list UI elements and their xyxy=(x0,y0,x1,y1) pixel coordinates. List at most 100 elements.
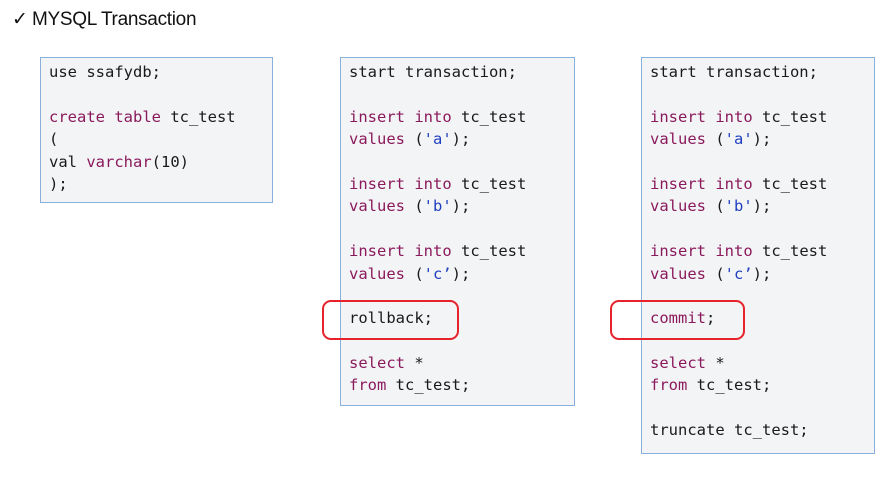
code-block-create-table: use ssafydb; create table tc_test ( val var… xyxy=(40,57,273,203)
code-text: tc_test xyxy=(451,107,527,126)
code-line: ); xyxy=(49,173,264,195)
code-line: rollback; xyxy=(349,307,566,329)
code-line xyxy=(349,151,566,173)
code-line: create table tc_test xyxy=(49,106,264,128)
code-line: values ('a'); xyxy=(349,128,566,150)
code-line: val varchar(10) xyxy=(49,151,264,173)
code-text: ); xyxy=(451,197,471,216)
code-line xyxy=(650,218,866,240)
code-line: values ('b'); xyxy=(650,195,866,217)
sql-string: 'b' xyxy=(423,197,452,216)
code-line: truncate tc_test; xyxy=(650,419,866,441)
code-text: truncate tc_test; xyxy=(650,421,809,440)
code-line: insert into tc_test xyxy=(650,106,866,128)
sql-string: 'b' xyxy=(724,197,753,216)
code-text: val xyxy=(49,152,87,171)
code-line: values ('c’); xyxy=(349,263,566,285)
sql-keyword: values xyxy=(349,130,405,149)
sql-keyword: select xyxy=(349,354,405,373)
code-text: ( xyxy=(405,197,424,216)
sql-keyword: insert into xyxy=(650,242,753,261)
code-text: ); xyxy=(752,197,772,216)
code-line: from tc_test; xyxy=(650,374,866,396)
code-text: tc_test xyxy=(160,107,236,126)
code-text: tc_test xyxy=(451,174,527,193)
sql-keyword: select xyxy=(650,354,706,373)
sql-string: 'a' xyxy=(423,130,452,149)
sql-keyword: insert into xyxy=(349,174,452,193)
code-line xyxy=(49,83,264,105)
code-line: insert into tc_test xyxy=(349,106,566,128)
code-text: ( xyxy=(405,130,424,149)
code-line: select * xyxy=(349,352,566,374)
sql-keyword: insert into xyxy=(650,174,753,193)
code-line: start transaction; xyxy=(650,61,866,83)
code-text: start transaction; xyxy=(650,63,818,81)
slide-title: MYSQL Transaction xyxy=(32,9,197,30)
code-line: insert into tc_test xyxy=(650,240,866,262)
code-text: rollback; xyxy=(349,309,433,328)
sql-string: 'c’ xyxy=(423,264,452,283)
sql-keyword: values xyxy=(349,197,405,216)
sql-keyword: from xyxy=(650,376,688,395)
code-text: tc_test xyxy=(451,242,527,261)
code-text: ); xyxy=(49,174,68,193)
code-line: insert into tc_test xyxy=(650,173,866,195)
code-line: insert into tc_test xyxy=(349,240,566,262)
code-text: tc_test xyxy=(752,107,828,126)
code-line: ( xyxy=(49,128,264,150)
code-line xyxy=(349,218,566,240)
code-text: ( xyxy=(405,264,424,283)
code-line: values ('a'); xyxy=(650,128,866,150)
code-line xyxy=(349,83,566,105)
code-text: tc_test xyxy=(752,242,828,261)
code-text: * xyxy=(405,354,424,373)
sql-string: 'a' xyxy=(724,130,753,149)
checkmark-icon: ✓ xyxy=(12,9,28,30)
code-text: ( xyxy=(706,130,725,149)
code-line: from tc_test; xyxy=(349,374,566,396)
code-line: start transaction; xyxy=(349,61,566,83)
code-text: tc_test; xyxy=(687,376,772,395)
code-line: commit; xyxy=(650,307,866,329)
code-line: values ('b'); xyxy=(349,195,566,217)
code-text: tc_test xyxy=(752,174,828,193)
code-line xyxy=(650,397,866,419)
sql-keyword: values xyxy=(650,197,706,216)
sql-keyword: values xyxy=(349,264,405,283)
sql-keyword: values xyxy=(650,264,706,283)
code-text: use ssafydb; xyxy=(49,63,161,81)
sql-keyword: commit xyxy=(650,309,706,328)
code-text: start transaction; xyxy=(349,63,517,81)
sql-keyword: insert into xyxy=(349,107,452,126)
code-text: ); xyxy=(451,130,471,149)
sql-keyword: create table xyxy=(49,107,161,126)
code-text: tc_test; xyxy=(386,376,471,395)
code-text: (10) xyxy=(151,152,189,171)
code-line: select * xyxy=(650,352,866,374)
code-line: use ssafydb; xyxy=(49,61,264,83)
code-line xyxy=(650,83,866,105)
code-line: insert into tc_test xyxy=(349,173,566,195)
code-text: ); xyxy=(752,130,772,149)
commit-highlight xyxy=(610,300,745,340)
code-line: values ('c’); xyxy=(650,263,866,285)
code-text: ( xyxy=(49,130,59,149)
code-text: ( xyxy=(706,197,725,216)
code-text: * xyxy=(706,354,725,373)
rollback-highlight xyxy=(322,300,459,340)
code-line xyxy=(650,151,866,173)
sql-keyword: insert into xyxy=(650,107,753,126)
code-text: ); xyxy=(451,264,471,283)
sql-keyword: from xyxy=(349,376,387,395)
sql-keyword: insert into xyxy=(349,242,452,261)
code-text: ); xyxy=(752,264,772,283)
code-text: ( xyxy=(706,264,725,283)
slide-heading: ✓MYSQL Transaction xyxy=(12,8,197,31)
sql-keyword: values xyxy=(650,130,706,149)
code-text: ; xyxy=(706,309,716,328)
sql-keyword: varchar xyxy=(86,152,152,171)
sql-string: 'c’ xyxy=(724,264,753,283)
